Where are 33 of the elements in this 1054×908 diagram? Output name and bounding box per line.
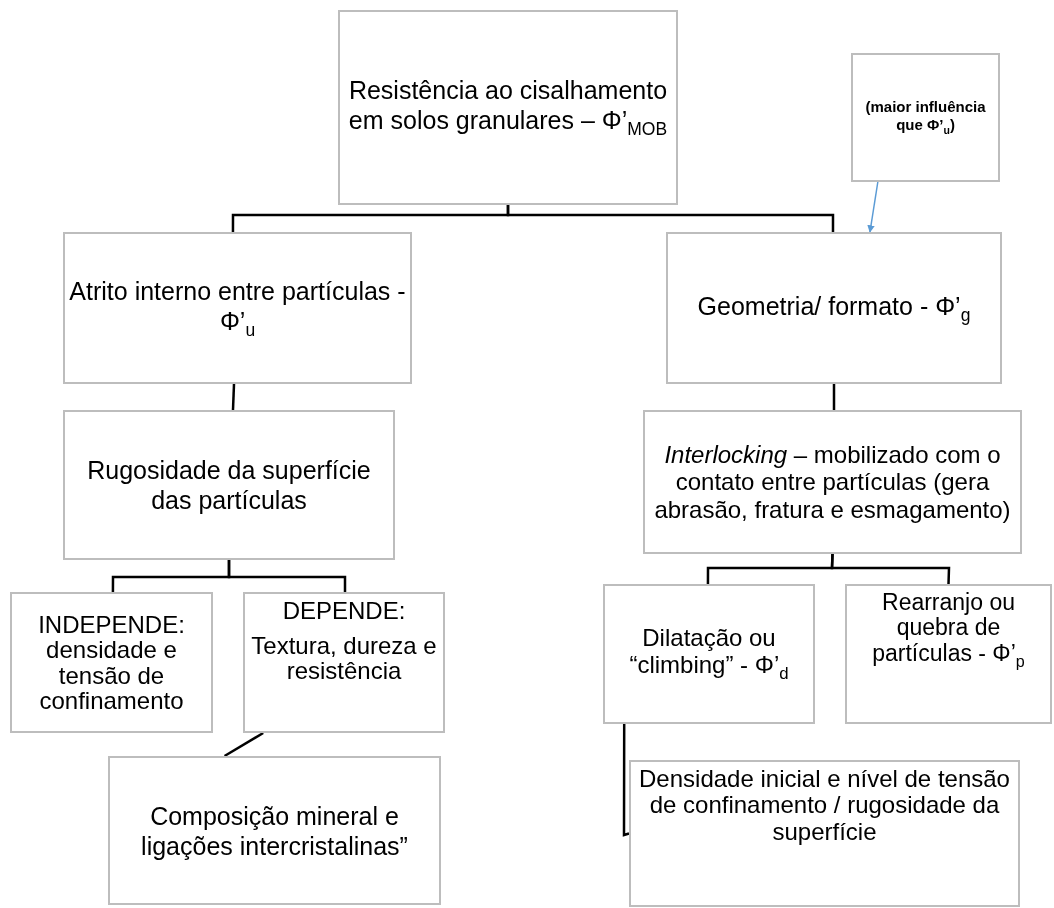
box-text: (maior influência que Φ’$_{u}$) [864, 98, 987, 137]
process-box [603, 584, 815, 724]
connector-line [506, 205, 835, 232]
connector-line [223, 731, 264, 758]
box-text: Interlocking – mobilizado com o contato entre partículas (gera abrasão, fratura e esmagamento) [653, 440, 1012, 524]
connector-line [231, 383, 236, 411]
box-text: Textura, dureza e resistência [250, 633, 438, 684]
process-box [643, 410, 1022, 554]
process-box [108, 756, 441, 905]
box-text: DEPENDE: [281, 598, 407, 624]
connector-line [832, 384, 836, 410]
connector-line [622, 724, 630, 837]
box-text: Dilatação ou “climbing” - Φ’$_{d}$ [628, 625, 790, 683]
box-text: Densidade inicial e nível de tensão de confinamento / rugosidade da superfície [638, 766, 1011, 846]
process-box [10, 592, 213, 733]
process-box [63, 232, 412, 384]
process-box [629, 760, 1020, 907]
process-box [63, 410, 395, 560]
process-box [845, 584, 1052, 724]
root-box [338, 10, 678, 205]
box-text: Resistência ao cisalhamento em solos granulares – Φ’$_{MOB}$ [347, 75, 669, 140]
box-text: INDEPENDE: densidade e tensão de confinamento [37, 612, 186, 713]
box-text: Geometria/ formato - Φ’$_{g}$ [696, 291, 972, 328]
process-box [243, 592, 445, 733]
box-text: Composição mineral e ligações intercristalinas” [140, 800, 409, 861]
connector-line [830, 553, 951, 585]
connector-line [227, 560, 347, 592]
note-box [851, 53, 1000, 182]
box-text: Rearranjo ou quebra de partículas - Φ’$_{p}$ [871, 590, 1026, 670]
process-box [666, 232, 1002, 384]
box-text: Rugosidade da superfície das partículas [86, 455, 372, 515]
box-text: Atrito interno entre partículas - Φ’$_{u}$ [69, 275, 406, 341]
arrow [867, 181, 879, 233]
